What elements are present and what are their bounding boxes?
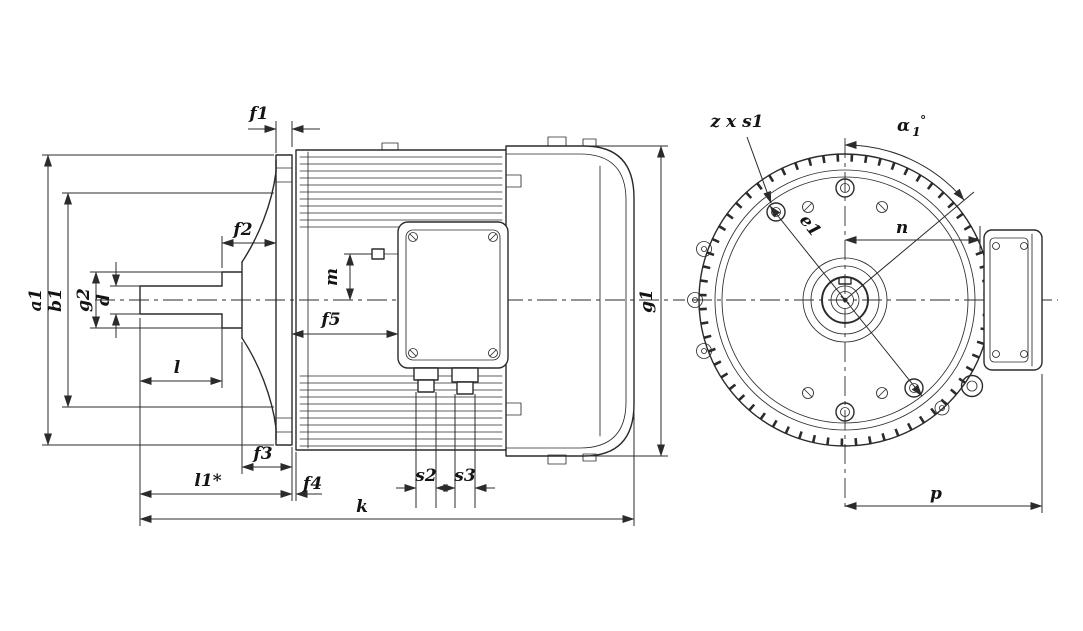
dim-label-alpha: α: [897, 116, 910, 136]
end-view: n e1 α 1 ° z x s1 p: [687, 112, 1058, 513]
dimension-l1: l1*: [139, 447, 293, 501]
dimension-g2: g2: [74, 271, 238, 329]
dimension-f2: f2: [221, 220, 277, 268]
cowl-clip: [505, 174, 522, 188]
dim-label-p: p: [930, 484, 942, 504]
lifting-lug: [582, 138, 597, 147]
dimension-alpha: α 1 °: [844, 112, 965, 201]
earth-terminal-stub: [371, 248, 385, 260]
dim-label-d: d: [94, 294, 114, 306]
dim-label-n: n: [896, 218, 908, 238]
dimension-f3: f3: [241, 342, 293, 474]
terminal-box-end: [983, 229, 1043, 371]
dim-label-f4: f4: [302, 474, 322, 494]
side-view: f1 f2 a1 b1 g2 d: [26, 104, 685, 526]
dimension-n: n: [844, 218, 981, 252]
body-boss: [381, 142, 399, 151]
fan-cowl: [505, 136, 635, 465]
dim-label-m: m: [322, 268, 342, 286]
cooling-fins-bottom: [299, 375, 503, 447]
dim-label-b1: b1: [46, 288, 66, 312]
dim-label-l1: l1*: [194, 471, 221, 491]
dim-label-alpha-deg: °: [920, 112, 926, 127]
cowl-foot: [582, 453, 597, 462]
dim-label-f5: f5: [320, 310, 340, 330]
dimension-b1: b1: [46, 192, 274, 408]
dim-label-f1: f1: [248, 104, 268, 124]
dimension-k: k: [139, 318, 635, 526]
dim-label-z-x-s1: z x s1: [709, 112, 763, 132]
cable-gland-2: [451, 367, 479, 395]
dim-label-alpha-sub: 1: [912, 124, 921, 139]
cowl-foot: [547, 454, 567, 465]
alpha-radial-line: [844, 191, 975, 301]
dim-label-s3: s3: [453, 466, 476, 486]
cable-gland-end: [960, 374, 984, 398]
dimension-d: d: [94, 262, 142, 338]
dimension-f5: f5: [291, 310, 399, 338]
dim-label-k: k: [356, 497, 368, 517]
cooling-fins-top: [299, 156, 503, 228]
dimension-l: l: [139, 324, 223, 388]
lid-screw: [408, 348, 418, 358]
dimension-z-x-s1: z x s1: [709, 112, 772, 204]
dim-label-e1: e1: [795, 211, 825, 241]
dimension-g1: g1: [588, 145, 668, 457]
dim-label-f3: f3: [252, 444, 272, 464]
cable-gland-1: [413, 367, 439, 393]
lid-screw: [408, 232, 418, 242]
dimension-p: p: [844, 374, 1043, 513]
terminal-box: [371, 221, 509, 395]
motor-body: [295, 142, 507, 451]
flange-bolt-holes: [275, 167, 293, 433]
dimension-f4: f4: [295, 452, 322, 501]
lid-screw: [488, 348, 498, 358]
dim-label-a1: a1: [26, 289, 46, 312]
cowl-clip: [505, 402, 522, 416]
dimension-s2-s3: s2 s3: [396, 392, 495, 508]
dimension-a1: a1: [26, 154, 274, 446]
dim-label-f2: f2: [232, 220, 252, 240]
dim-label-s2: s2: [414, 466, 437, 486]
dimension-m: m: [322, 253, 372, 301]
dim-label-g2: g2: [74, 288, 94, 312]
lid-screw: [488, 232, 498, 242]
dimension-f1: f1: [248, 104, 320, 153]
dim-label-g1: g1: [637, 289, 657, 313]
dim-label-l: l: [174, 358, 181, 378]
lifting-lug: [547, 136, 567, 147]
flange-plate: [275, 154, 293, 446]
